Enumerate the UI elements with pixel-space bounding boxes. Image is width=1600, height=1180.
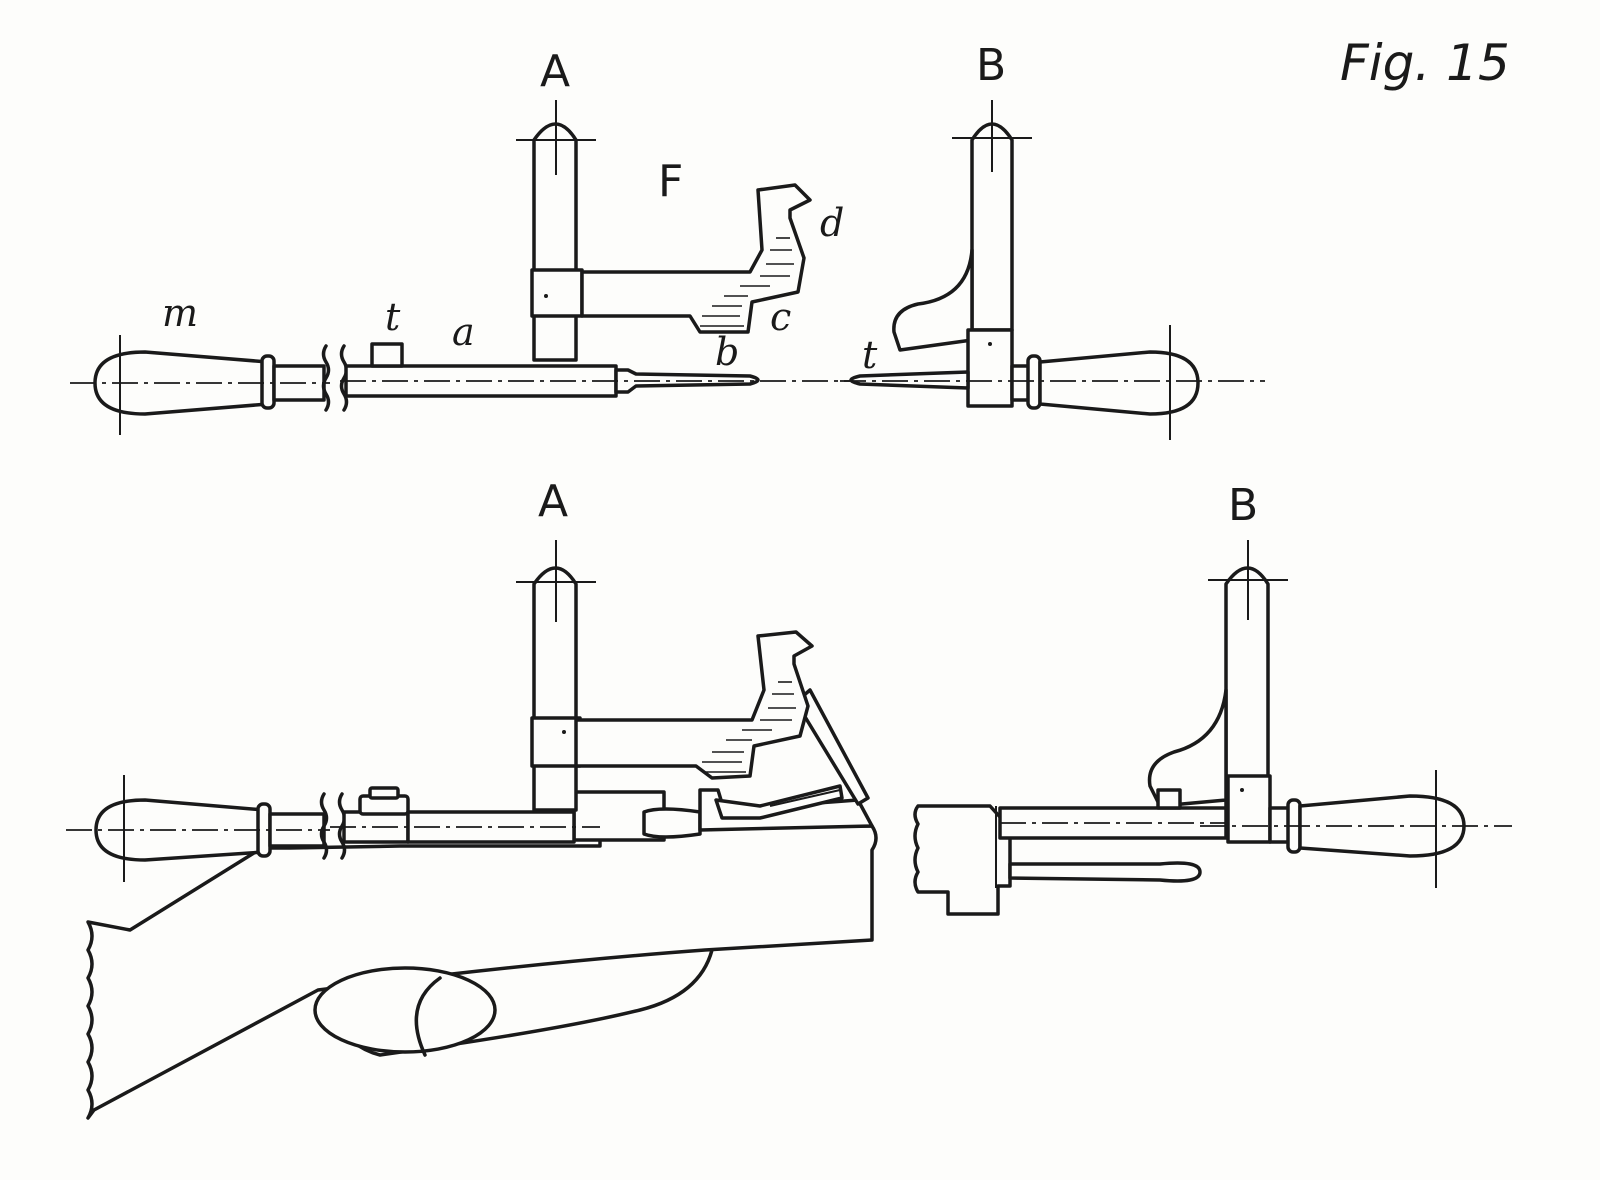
top-part-b [840, 100, 1265, 440]
top-scale-c [700, 237, 794, 327]
label-top-a-rod: a [452, 310, 475, 354]
bottom-receiver [572, 688, 874, 842]
rifle-stock [86, 824, 878, 1120]
bottom-part-b [913, 540, 1512, 916]
bottom-break-mark-2 [337, 792, 347, 860]
trigger [414, 976, 442, 1057]
bottom-post-a [516, 540, 596, 812]
label-top-d: d [820, 201, 844, 245]
label-top-a: A [540, 46, 570, 97]
bottom-scale [702, 681, 796, 773]
label-top-b: B [976, 40, 1006, 91]
label-top-m: m [162, 291, 198, 335]
top-break-mark-2 [339, 344, 349, 412]
bottom-break-mark-1 [319, 792, 329, 860]
label-bottom-b: B [1228, 480, 1258, 531]
top-assembly: A B F d c b m t a t [70, 40, 1265, 440]
label-top-f: F [658, 156, 683, 207]
label-top-c: c [770, 295, 791, 339]
top-left-handle [70, 335, 330, 435]
figure-title: Fig. 15 [1340, 34, 1510, 92]
bottom-assembly: A B [66, 476, 1512, 1120]
top-rod [340, 342, 850, 398]
top-post-a [516, 100, 596, 362]
top-stud-t [370, 342, 404, 368]
top-break-mark-1 [321, 344, 331, 412]
label-top-t-left: t [385, 295, 401, 339]
bottom-slide [574, 630, 814, 780]
bottom-left-handle [66, 775, 330, 882]
top-slide-f [580, 183, 812, 334]
label-top-t-right: t [862, 333, 878, 377]
label-bottom-a: A [538, 476, 568, 527]
trigger-guard-loop [313, 966, 497, 1054]
label-top-b-tip: b [715, 330, 739, 374]
bottom-rod [330, 786, 600, 844]
